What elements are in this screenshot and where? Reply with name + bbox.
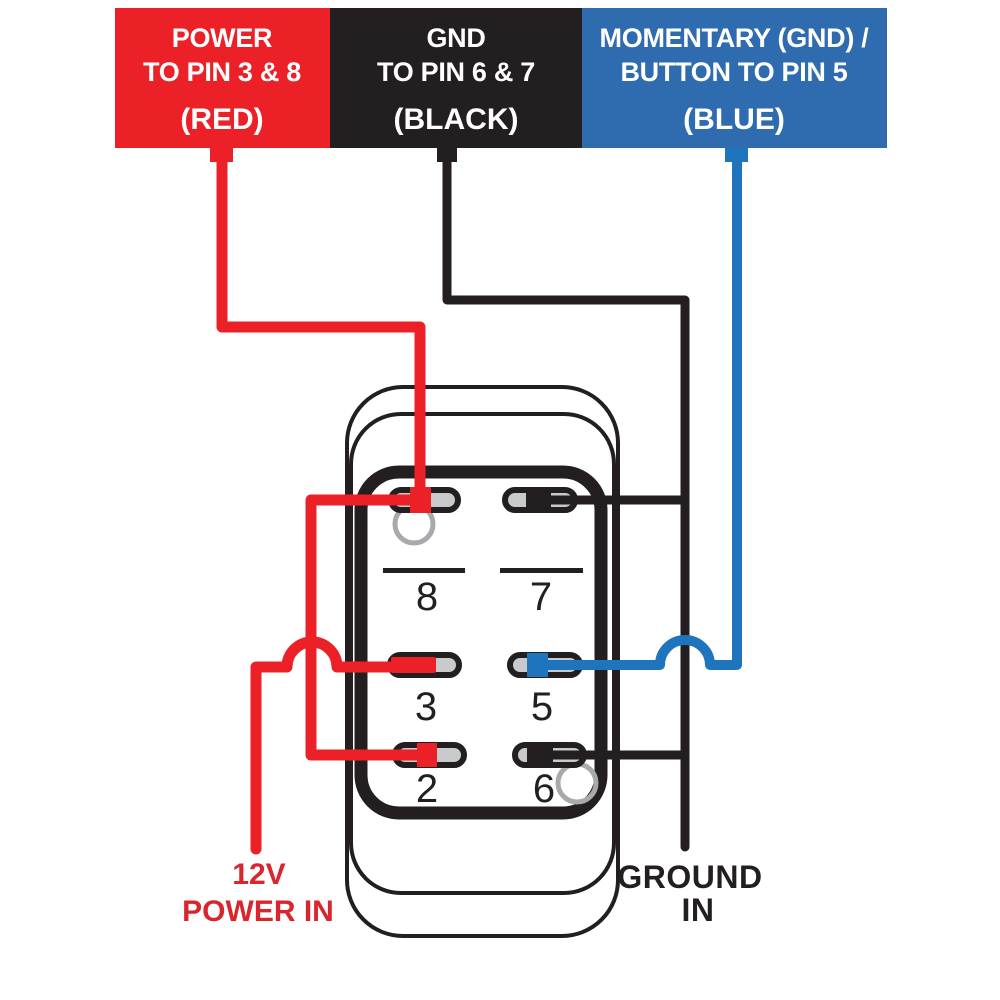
terminals: [391, 487, 553, 767]
power-jumper-pin8-pin2: [305, 494, 426, 761]
legend-momentary-line2: BUTTON TO PIN 5: [620, 57, 847, 87]
wires: [216, 150, 742, 855]
legend-power-line1: POWER: [172, 23, 273, 53]
power-in-wire-pin3: [250, 636, 436, 855]
ground-in-label-line2: IN: [682, 892, 715, 928]
pin-5-label: 5: [531, 685, 553, 729]
pin-8-terminal: [410, 487, 431, 513]
legend-power-line3: (RED): [180, 103, 263, 136]
pin-2-terminal: [417, 743, 437, 767]
pin-3-terminal: [391, 657, 436, 673]
pin-6-terminal: [527, 744, 553, 766]
legend-power-line2: TO PIN 3 & 8: [143, 57, 301, 87]
pin-7-terminal: [526, 489, 551, 511]
power-in-label-line2: POWER IN: [182, 895, 334, 928]
switch-body: 8 7 3 5 2 6: [345, 385, 620, 938]
power-in-label-line1: 12V: [232, 858, 285, 891]
pin-2-label: 2: [416, 767, 438, 811]
legend-momentary-line3: (BLUE): [683, 103, 785, 136]
legend-power-box: [115, 8, 330, 148]
bottom-labels: 12V POWER IN GROUND IN: [182, 858, 762, 928]
legend-gnd-line3: (BLACK): [394, 103, 519, 136]
legend-momentary-line1: MOMENTARY (GND) /: [600, 23, 870, 53]
legend: POWER TO PIN 3 & 8 (RED) GND TO PIN 6 & …: [115, 8, 887, 162]
ground-in-label-line1: GROUND: [617, 859, 762, 895]
momentary-wire-pin5: [546, 155, 742, 670]
pin-6-label: 6: [533, 767, 555, 811]
legend-momentary-box: [582, 8, 887, 148]
pin-3-label: 3: [415, 685, 437, 729]
pin-7-label: 7: [530, 575, 552, 619]
legend-gnd-box: [330, 8, 582, 148]
pin-5-terminal: [527, 653, 548, 677]
pin-8-label: 8: [416, 575, 438, 619]
power-wire-main: [216, 155, 426, 498]
switch-pin-panel: [354, 465, 608, 820]
gnd-wire-main: [442, 150, 690, 852]
legend-gnd-line1: GND: [426, 23, 485, 53]
legend-gnd-line2: TO PIN 6 & 7: [377, 57, 535, 87]
